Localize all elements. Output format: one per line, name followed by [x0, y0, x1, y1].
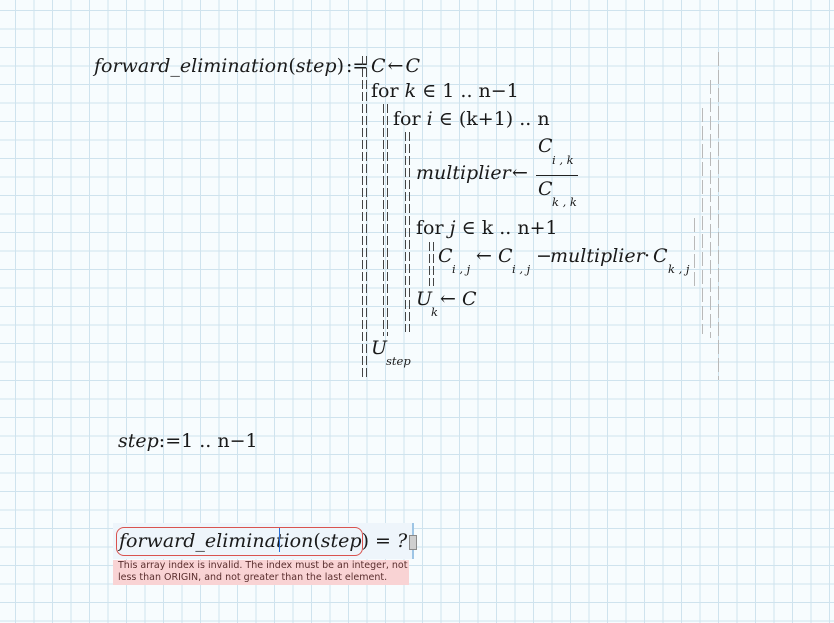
eval-param: step [320, 530, 362, 552]
program-bar-for-i-2 [409, 132, 410, 332]
text-cursor [279, 528, 280, 552]
program-bar-outer-2 [366, 56, 367, 380]
function-name: forward_elimination [94, 55, 289, 77]
error-highlight-outline [116, 527, 363, 556]
error-message: This array index is invalid. The index m… [118, 560, 408, 583]
region-bound-1 [718, 52, 719, 380]
program-bar-for-j-1 [429, 242, 430, 286]
for-keyword: for [371, 80, 399, 102]
update-lhs-subscript: i , j [452, 262, 471, 276]
multiplier-name: multiplier [416, 162, 511, 184]
store-lhs[interactable]: U [416, 288, 433, 310]
update-arrow: ← [476, 245, 492, 267]
fraction-bar [536, 175, 578, 176]
for-i-line[interactable]: for i ∈ (k+1) .. n [393, 108, 550, 130]
fraction-numerator[interactable]: C [538, 135, 553, 157]
update-rhs1[interactable]: C [498, 245, 513, 267]
function-definition-header[interactable]: forward_elimination(step):= [94, 55, 369, 77]
fraction-denominator[interactable]: C [538, 178, 553, 200]
eval-equals: = [375, 530, 391, 552]
range-expression: 1 .. n−1 [181, 430, 258, 452]
eval-result: ? [397, 530, 408, 552]
range-var: step [118, 430, 159, 452]
store-arrow: ← [440, 288, 456, 310]
update-rhs1-subscript: i , j [512, 262, 531, 276]
region-bound-4 [694, 218, 695, 288]
region-bound-3 [702, 108, 703, 334]
store-lhs-subscript: k [431, 305, 438, 319]
assign-c-line[interactable]: C←C [371, 55, 421, 77]
for-keyword: for [393, 108, 421, 130]
update-rhs2-subscript: k , j [668, 262, 690, 276]
function-param: step [295, 55, 337, 77]
return-value[interactable]: U [371, 337, 388, 359]
for-j-line[interactable]: for j ∈ k .. n+1 [416, 217, 558, 239]
return-subscript: step [386, 354, 411, 368]
program-bar-for-k-2 [387, 104, 388, 336]
numerator-subscript: i , k [552, 153, 574, 167]
program-bar-for-k-1 [383, 104, 384, 336]
eval-func-name: forward_elimination [119, 530, 314, 552]
definition-operator: := [345, 55, 369, 77]
evaluation-expression[interactable]: forward_elimination(step) = ? [119, 530, 418, 552]
update-minus: − [536, 245, 552, 267]
region-bound-2 [710, 80, 711, 338]
for-keyword: for [416, 217, 444, 239]
update-lhs[interactable]: C [438, 245, 453, 267]
denominator-subscript: k , k [552, 195, 577, 209]
multiplier-arrow: ← [512, 162, 528, 184]
program-bar-outer-1 [362, 56, 363, 380]
update-dot: · [644, 245, 651, 267]
store-rhs: C [462, 288, 477, 310]
units-placeholder[interactable] [409, 534, 418, 550]
program-bar-for-i-1 [405, 132, 406, 332]
for-k-line[interactable]: for k ∈ 1 .. n−1 [371, 80, 519, 102]
error-tooltip: This array index is invalid. The index m… [113, 560, 409, 585]
program-bar-for-j-2 [433, 242, 434, 286]
update-rhs2[interactable]: C [653, 245, 668, 267]
range-definition[interactable]: step:=1 .. n−1 [118, 430, 258, 452]
update-multiplier[interactable]: multiplier [550, 245, 645, 267]
